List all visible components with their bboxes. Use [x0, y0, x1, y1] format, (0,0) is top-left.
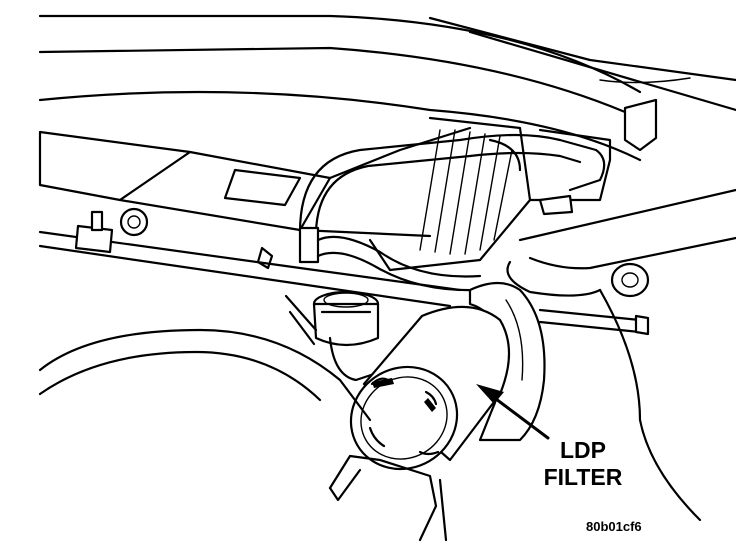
callout-arrow	[476, 384, 550, 440]
callout-line-1: LDP	[560, 437, 606, 463]
vacuum-line-center	[298, 133, 606, 292]
vacuum-line-right	[506, 188, 736, 522]
mounting-bracket	[368, 116, 612, 272]
hose-left	[38, 207, 462, 308]
figure-id: 80b01cf6	[586, 519, 642, 534]
lower-body	[38, 328, 448, 542]
callout-line-2: FILTER	[543, 464, 623, 490]
cowl-box	[38, 126, 472, 238]
ldp-pump-body	[284, 290, 382, 382]
hood-panel	[38, 14, 736, 162]
ldp-filter-label: LDP FILTER	[528, 437, 638, 491]
ldp-filter-canister	[349, 305, 510, 471]
